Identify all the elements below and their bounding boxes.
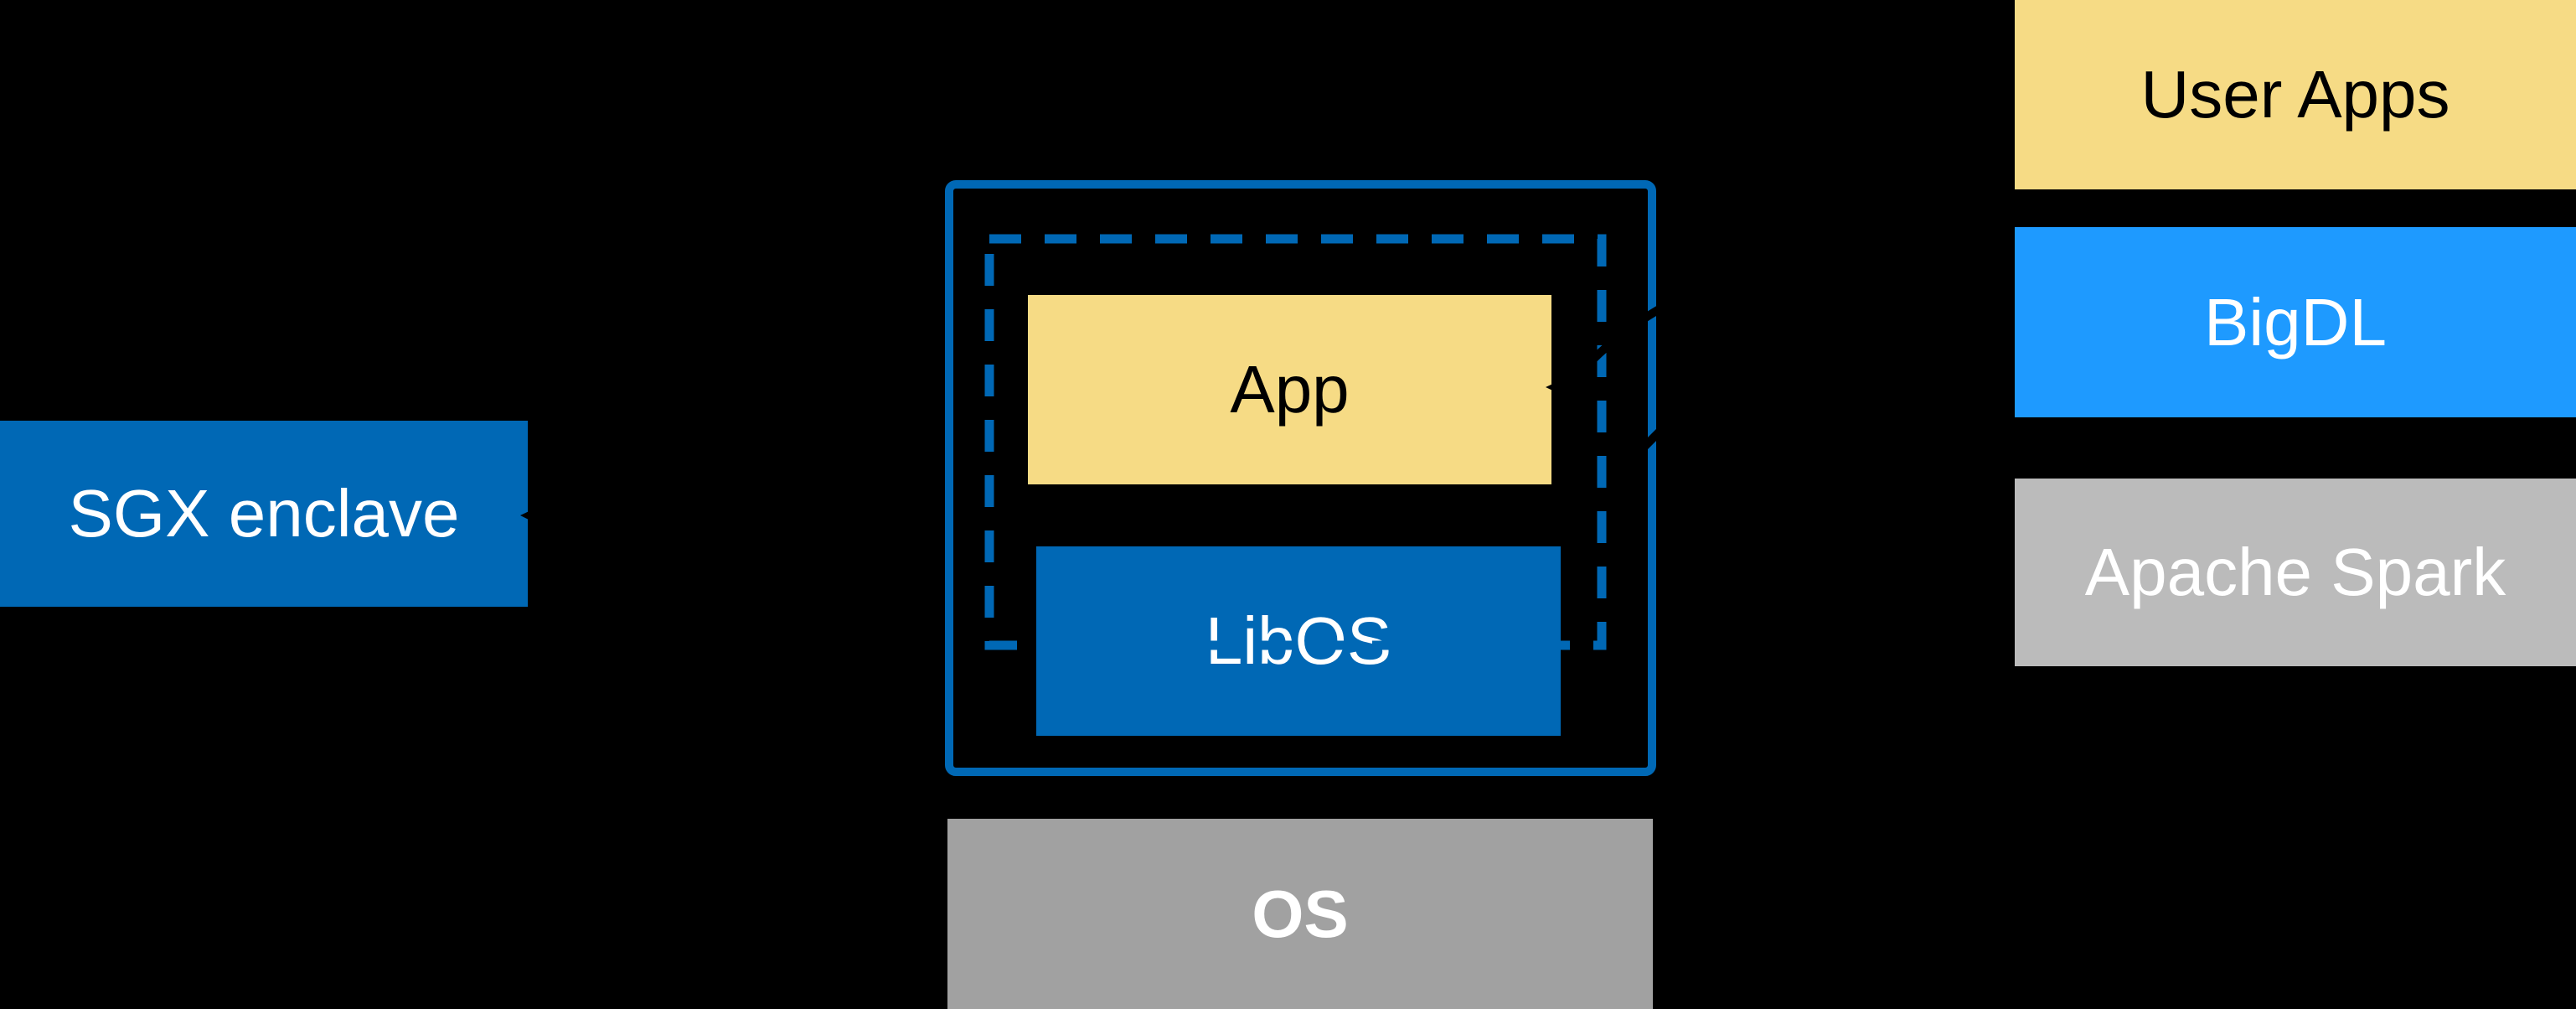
- user-apps-box: User Apps: [2015, 0, 2576, 189]
- user-apps-label: User Apps: [2140, 57, 2450, 132]
- apache-spark-label: Apache Spark: [2084, 535, 2506, 609]
- app-box: App: [1028, 295, 1551, 484]
- libos-label: LibOS: [1205, 603, 1392, 678]
- connector-curve-to-sgx: [547, 503, 848, 526]
- apache-spark-box: Apache Spark: [2015, 479, 2576, 666]
- bigdl-label: BigDL: [2204, 284, 2387, 360]
- sgx-enclave-label: SGX enclave: [68, 476, 460, 551]
- app-label: App: [1230, 352, 1350, 427]
- sgx-enclave-box: SGX enclave: [0, 421, 528, 607]
- connector-curve-fragment: [1625, 399, 1692, 466]
- libos-box: LibOS: [1036, 546, 1561, 736]
- os-box: OS: [947, 819, 1653, 1009]
- bigdl-box: BigDL: [2015, 227, 2576, 417]
- connector-curve-to-app: [1572, 224, 1957, 382]
- os-label: OS: [1252, 876, 1349, 951]
